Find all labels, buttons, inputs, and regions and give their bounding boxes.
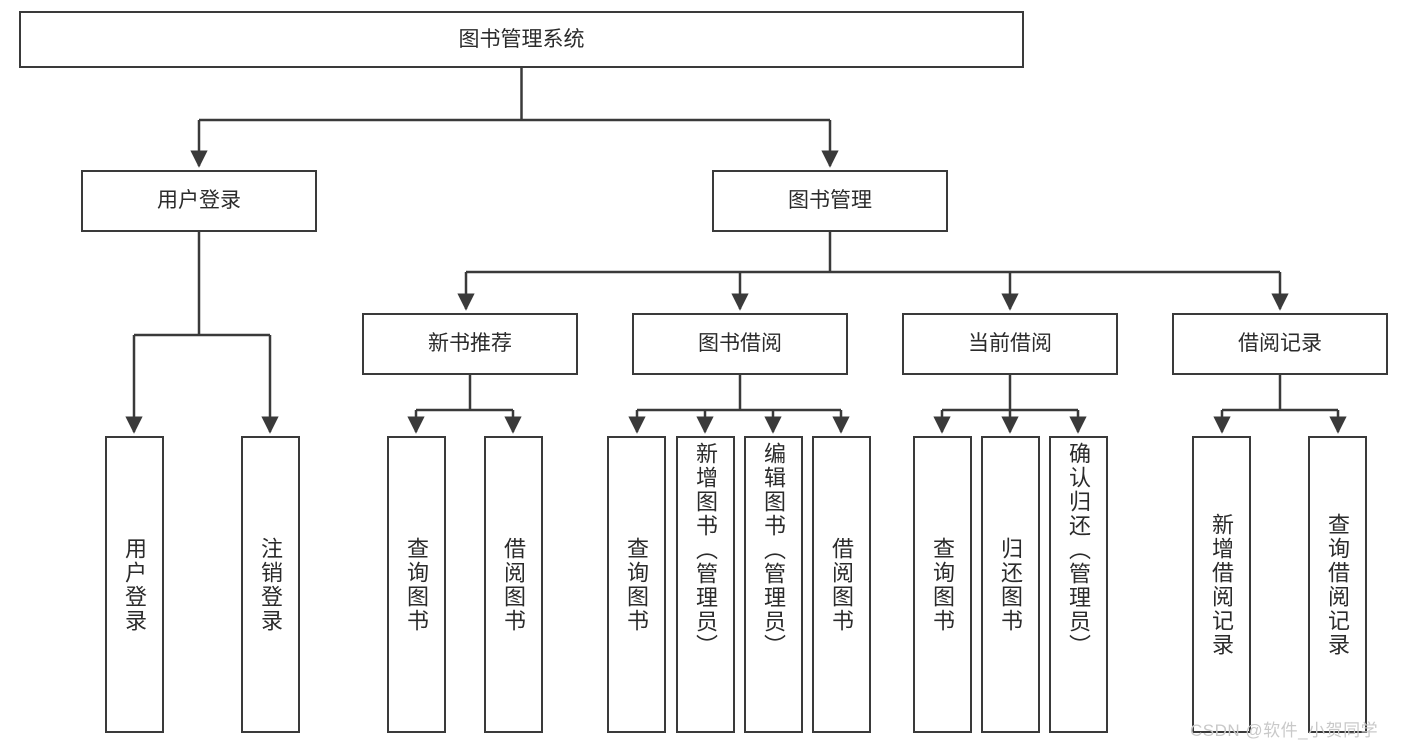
csdn-watermark: CSDN @软件_小贺同学 [1190,721,1379,740]
node-leaf-user-login[interactable]: 用户登录 [105,436,164,733]
node-new-book-recommend-label: 新书推荐 [428,332,512,356]
node-root[interactable]: 图书管理系统 [19,11,1024,68]
node-leaf-logout-label: 注销登录 [258,536,284,633]
node-leaf-confirm-return-label: 确认归还（管理员） [1066,442,1092,658]
node-leaf-query-book-2-label: 查询图书 [624,536,650,633]
node-leaf-edit-book-label: 编辑图书（管理员） [761,442,787,658]
node-leaf-query-book-2[interactable]: 查询图书 [607,436,666,733]
node-leaf-add-record-label: 新增借阅记录 [1209,512,1235,657]
node-borrow-record-label: 借阅记录 [1238,332,1322,356]
node-leaf-query-book-1-label: 查询图书 [404,536,430,633]
node-leaf-query-record[interactable]: 查询借阅记录 [1308,436,1367,733]
node-leaf-borrow-book-1-label: 借阅图书 [501,536,527,633]
node-leaf-edit-book[interactable]: 编辑图书（管理员） [744,436,803,733]
node-book-management[interactable]: 图书管理 [712,170,948,232]
node-leaf-borrow-book-2[interactable]: 借阅图书 [812,436,871,733]
node-leaf-return-book[interactable]: 归还图书 [981,436,1040,733]
node-leaf-add-book-label: 新增图书（管理员） [693,442,719,658]
node-leaf-return-book-label: 归还图书 [998,536,1024,633]
node-leaf-confirm-return[interactable]: 确认归还（管理员） [1049,436,1108,733]
node-book-management-label: 图书管理 [788,189,872,213]
node-leaf-add-book[interactable]: 新增图书（管理员） [676,436,735,733]
node-user-login-label: 用户登录 [157,189,241,213]
node-new-book-recommend[interactable]: 新书推荐 [362,313,578,375]
node-leaf-query-book-3-label: 查询图书 [930,536,956,633]
node-book-borrow[interactable]: 图书借阅 [632,313,848,375]
node-leaf-user-login-label: 用户登录 [122,536,148,633]
node-leaf-query-book-1[interactable]: 查询图书 [387,436,446,733]
node-leaf-logout[interactable]: 注销登录 [241,436,300,733]
node-leaf-borrow-book-1[interactable]: 借阅图书 [484,436,543,733]
node-leaf-borrow-book-2-label: 借阅图书 [829,536,855,633]
node-leaf-add-record[interactable]: 新增借阅记录 [1192,436,1251,733]
node-borrow-record[interactable]: 借阅记录 [1172,313,1388,375]
node-book-borrow-label: 图书借阅 [698,332,782,356]
node-current-borrow-label: 当前借阅 [968,332,1052,356]
node-user-login[interactable]: 用户登录 [81,170,317,232]
node-leaf-query-book-3[interactable]: 查询图书 [913,436,972,733]
node-current-borrow[interactable]: 当前借阅 [902,313,1118,375]
node-leaf-query-record-label: 查询借阅记录 [1325,512,1351,657]
node-root-label: 图书管理系统 [458,27,585,51]
